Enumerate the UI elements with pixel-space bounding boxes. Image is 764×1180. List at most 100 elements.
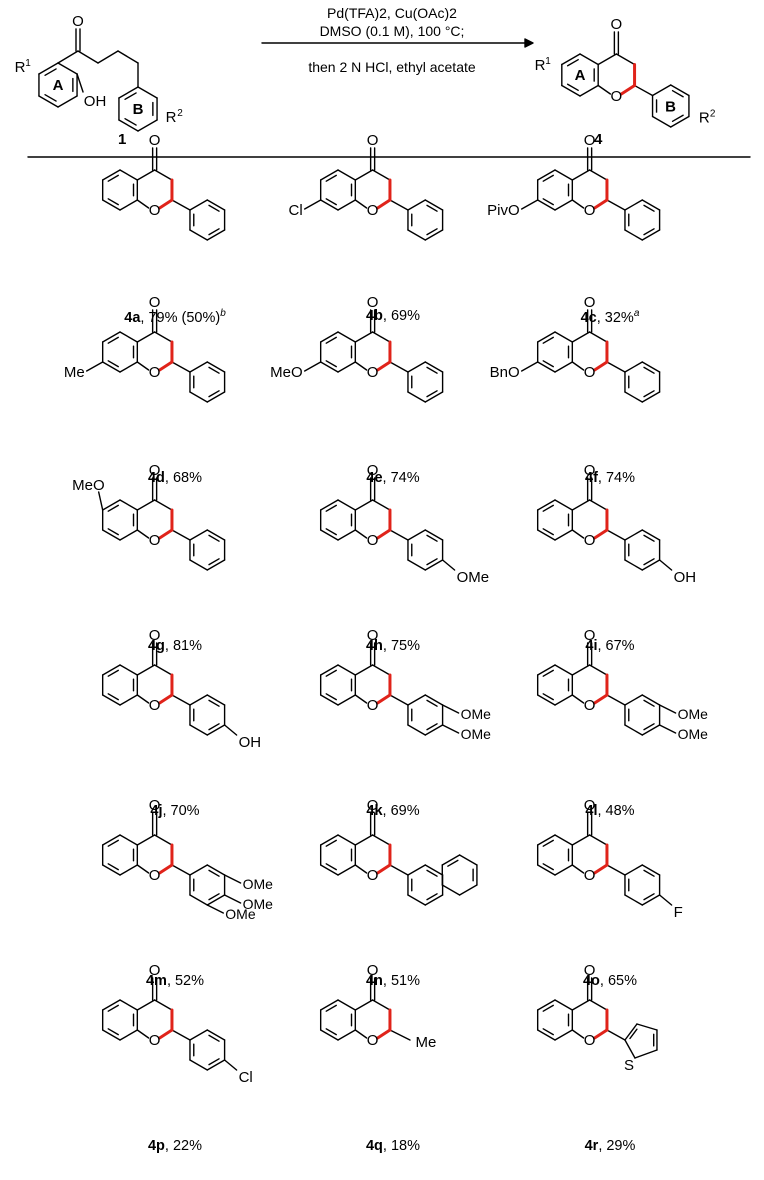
carbonyl-oxygen: O (149, 962, 161, 979)
benzo-ring-bond (119, 529, 139, 541)
c4a-c4-bond (571, 331, 591, 343)
aryl-substituent-label: OMe (243, 876, 274, 892)
double-bond (208, 534, 220, 542)
o-c8a-bond (354, 529, 368, 539)
benzo-ring-bond (337, 361, 357, 373)
aryl-ring-bond (624, 894, 643, 906)
c7-substituent-bond (520, 199, 539, 210)
compound-yield: , 74% (597, 470, 635, 486)
double-bond (124, 92, 137, 101)
benzo-ring-bond (337, 864, 357, 876)
benzo-ring-bond (319, 834, 339, 846)
double-bond (447, 859, 459, 867)
c7-substituent-label: PivO (487, 202, 520, 219)
product-r2-label: R (699, 110, 710, 127)
thienyl-sulfur: S (624, 1057, 634, 1074)
double-bond (124, 117, 137, 126)
o-c8a-bond (136, 199, 150, 209)
carbonyl-oxygen: O (584, 627, 596, 644)
compound-caption-4j: 4j, 70% (75, 803, 275, 819)
ring-oxygen: O (149, 364, 161, 381)
o-c8a-bond (571, 1029, 585, 1039)
double-bond (643, 366, 655, 374)
c4a-c4-bond (354, 499, 374, 511)
c4-c3-bond (153, 169, 173, 181)
aryl-ring-bond (407, 391, 426, 403)
c2-o-bond-highlight (158, 360, 174, 372)
aryl-ring-bond (206, 724, 226, 736)
o-c8a-bond (354, 199, 368, 209)
c4-c3-bond (153, 999, 173, 1011)
aryl-ring-bond (624, 559, 643, 571)
o-c8a-bond (354, 864, 368, 874)
sm-ring-a-bond (38, 95, 59, 108)
product-number: 4 (594, 131, 603, 148)
aryl-ring-bond (206, 1059, 226, 1071)
c4a-c4-bond (354, 999, 374, 1011)
o-c8a-bond (136, 361, 150, 371)
benzo-ring-bond (101, 864, 121, 876)
product-ring-b-label: B (665, 99, 676, 116)
aryl-ring-bond (424, 361, 444, 373)
aryl-ring-bond (189, 229, 208, 241)
c2-o-bond-highlight (376, 693, 392, 705)
sm-r1-sup: 1 (25, 58, 31, 69)
aryl-ring-bond (424, 894, 444, 906)
aryl-substituent-bond (223, 894, 242, 904)
c2-o-bond-highlight (376, 198, 392, 210)
product-r1-label: R (535, 57, 546, 74)
double-bond (208, 1034, 220, 1042)
benzo-ring-bond (101, 331, 121, 343)
benzo-ring-bond (119, 361, 139, 373)
c7-substituent-bond (303, 199, 322, 210)
double-bond (325, 198, 337, 206)
benzo-ring-bond (536, 199, 556, 211)
benzo-ring-bond (536, 999, 556, 1011)
double-bond (208, 390, 220, 398)
c2-o-bond-highlight (376, 528, 392, 540)
benzo-ring-bond (319, 664, 339, 676)
compound-caption-4p: 4p, 22% (75, 1138, 275, 1154)
c2-o-bond-highlight (376, 360, 392, 372)
benzo-ring-bond (119, 1029, 139, 1041)
c4a-c4-bond (597, 53, 618, 66)
ring-oxygen: O (367, 202, 379, 219)
aryl-ring-bond (651, 84, 672, 97)
benzo-ring-bond (337, 999, 357, 1011)
benzo-ring-bond (337, 1029, 357, 1041)
double-bond (643, 228, 655, 236)
aryl-ring-bond (641, 229, 661, 241)
aryl-substituent-label: OMe (678, 706, 709, 722)
double-bond (325, 336, 337, 344)
carbonyl-oxygen: O (367, 132, 379, 149)
double-bond (542, 360, 554, 368)
sm-ring-b-bond (118, 119, 139, 132)
double-bond (542, 1028, 554, 1036)
o-c8a-bond (354, 694, 368, 704)
benzo-ring-bond (119, 999, 139, 1011)
c2-o-bond-highlight (158, 1028, 174, 1040)
aryl-substituent-label: OMe (457, 569, 490, 586)
c2-aryl-bond (171, 694, 191, 706)
double-bond (208, 366, 220, 374)
double-bond (107, 336, 119, 344)
c4-c3-bond (371, 999, 391, 1011)
thienyl-ring-bond (624, 1039, 636, 1059)
c4-c3-bond (153, 664, 173, 676)
benzo-ring-bond (101, 499, 121, 511)
double-bond (325, 1028, 337, 1036)
carbonyl-oxygen: O (367, 294, 379, 311)
benzo-ring-bond (101, 999, 121, 1011)
aryl-ring-bond (651, 115, 672, 128)
ring-oxygen: O (584, 1032, 596, 1049)
o-c8a-bond (571, 529, 585, 539)
compound-id: 4o (582, 973, 600, 989)
carbonyl-oxygen: O (584, 294, 596, 311)
aryl-ring-bond (624, 391, 643, 403)
c2-aryl-bond (171, 199, 191, 211)
aryl-ring-bond (206, 361, 226, 373)
o-c8a-bond (354, 1029, 368, 1039)
sm-carbonyl-oxygen: O (72, 13, 84, 30)
arrow-head (524, 38, 534, 48)
